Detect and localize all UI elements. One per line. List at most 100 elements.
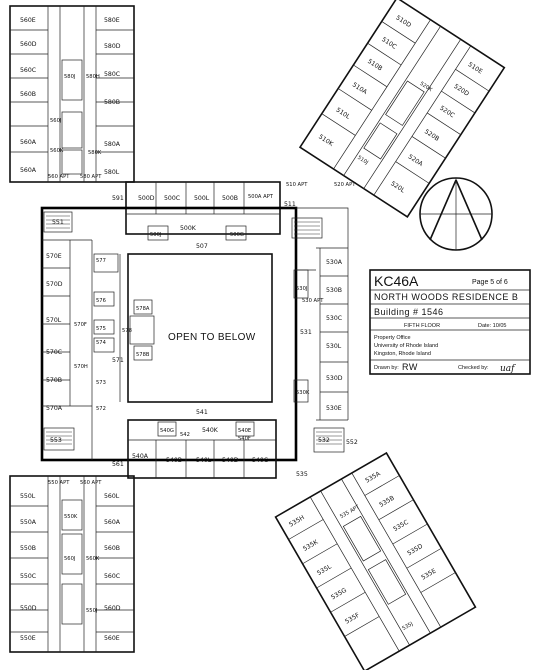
room-label: 530D [326, 375, 343, 382]
room-label: 578 [122, 328, 132, 334]
room-label: 570H [74, 364, 88, 370]
room-label: 540C [252, 457, 268, 464]
room-label: 540B [166, 457, 182, 464]
room-label: 510B [366, 58, 383, 73]
room-label: 535J [401, 621, 414, 632]
room-label: 578B [136, 352, 150, 358]
page-number: Page 5 of 6 [472, 279, 508, 286]
drawn-by-label: Drawn by: [374, 365, 399, 371]
room-label: 591 [112, 195, 124, 202]
drawn-by-initials: RW [402, 362, 418, 372]
room-label: 580A [104, 141, 121, 148]
room-label: 560E [104, 635, 120, 642]
room-label: 570F [74, 322, 87, 328]
room-label: 535C [392, 519, 409, 533]
title-block: KC46A Page 5 of 6 NORTH WOODS RESIDENCE … [369, 269, 531, 375]
office-line-2: University of Rhode Island [374, 343, 438, 349]
room-label: 520A [407, 153, 425, 168]
room-label: 535K [302, 538, 320, 552]
room-label: 500K [180, 225, 197, 232]
room-label: 507 [196, 243, 208, 250]
room-label: 510E [467, 61, 484, 75]
drawing-code: KC46A [374, 273, 419, 289]
floor-label: FIFTH FLOOR [404, 323, 440, 329]
room-label: 575 [96, 326, 106, 332]
room-label: 540L [196, 457, 212, 464]
room-label: 540E [238, 428, 251, 434]
room-label: 560E [20, 17, 36, 24]
north-arrow-icon [419, 177, 493, 251]
room-label: 560B [20, 91, 36, 98]
building-name: NORTH WOODS RESIDENCE B [374, 292, 518, 302]
room-label: 561 [112, 461, 124, 468]
room-label: 580J [64, 74, 76, 80]
room-label: 560C [20, 67, 36, 74]
room-label: 535G [330, 587, 348, 601]
central-courtyard: OPEN TO BELOW [40, 206, 298, 462]
room-label: 580H [86, 74, 100, 80]
room-label: 570L [46, 317, 62, 324]
room-label: 573 [96, 380, 106, 386]
room-label: 560C [104, 573, 120, 580]
south-block: 541 540E 540F 540K 540L 540D 540C 540B 5… [127, 409, 308, 479]
room-label: 550B [20, 545, 36, 552]
room-label: 560A [20, 139, 37, 146]
room-label: 560K [86, 556, 100, 562]
room-label: 540K [202, 427, 219, 434]
room-label: 574 [96, 340, 107, 346]
room-label: 530J [296, 286, 308, 292]
checked-by-initials: uaf [500, 364, 516, 374]
room-label: 560K [50, 148, 64, 154]
west-block: 551 570E 570D 570L 570C 570B 570A 571 57… [42, 211, 155, 468]
room-label: 550 APT [48, 480, 70, 486]
open-to-below-label: OPEN TO BELOW [168, 332, 256, 343]
room-label: 570A [46, 405, 63, 412]
room-label: 560 APT [48, 174, 70, 180]
drawing-date: Date: 10/05 [478, 323, 506, 329]
room-label: 500J [150, 232, 162, 238]
room-label: 530C [326, 315, 342, 322]
room-label: 535E [420, 568, 437, 582]
room-label: 560D [104, 605, 121, 612]
room-label: 540A [132, 453, 149, 460]
room-label: 550A [20, 519, 37, 526]
north-block: 591 500D 500C 500L 500B 500A APT 500K 50… [112, 181, 296, 250]
room-label: 572 [96, 406, 106, 412]
room-label: 553 [50, 437, 62, 444]
room-label: 510A [351, 81, 369, 96]
southwest-wing: 550L 550A 550B 550C 550D 550E 560L 560A … [9, 475, 135, 653]
room-label: 500B [222, 195, 238, 202]
room-label: 500C [164, 195, 180, 202]
room-label: 542 [180, 432, 190, 438]
room-label: 560A [20, 167, 37, 174]
room-label: 510 APT [286, 182, 308, 188]
room-label: 510L [335, 107, 352, 121]
room-label: 560D [20, 41, 37, 48]
room-label: 532 [318, 437, 330, 444]
room-label: 580 APT [80, 174, 102, 180]
room-label: 576 [96, 298, 106, 304]
room-label: 580C [104, 71, 120, 78]
room-label: 552 [346, 439, 358, 446]
east-block: 531 530A 530B 530C 530L 530D 530E 530J 5… [291, 207, 349, 453]
room-label: 578A [136, 306, 150, 312]
room-label: 530K [296, 390, 310, 396]
room-label: 535 [296, 471, 308, 478]
room-label: 560J [64, 556, 76, 562]
room-label: 510C [380, 36, 397, 51]
room-label: 560A [104, 519, 121, 526]
room-label: 551 [52, 219, 64, 226]
room-label: 570E [46, 253, 62, 260]
room-label: 540D [222, 457, 239, 464]
room-label: 510D [394, 14, 412, 29]
room-label: 570D [46, 281, 63, 288]
room-label: 530L [326, 343, 342, 350]
room-label: 540G [160, 428, 174, 434]
room-label: 550E [20, 635, 36, 642]
office-line-1: Property Office [374, 335, 411, 341]
room-label: 571 [112, 357, 124, 364]
room-label: 530E [326, 405, 342, 412]
room-label: 510J [356, 155, 369, 167]
room-label: 500G [230, 232, 244, 238]
